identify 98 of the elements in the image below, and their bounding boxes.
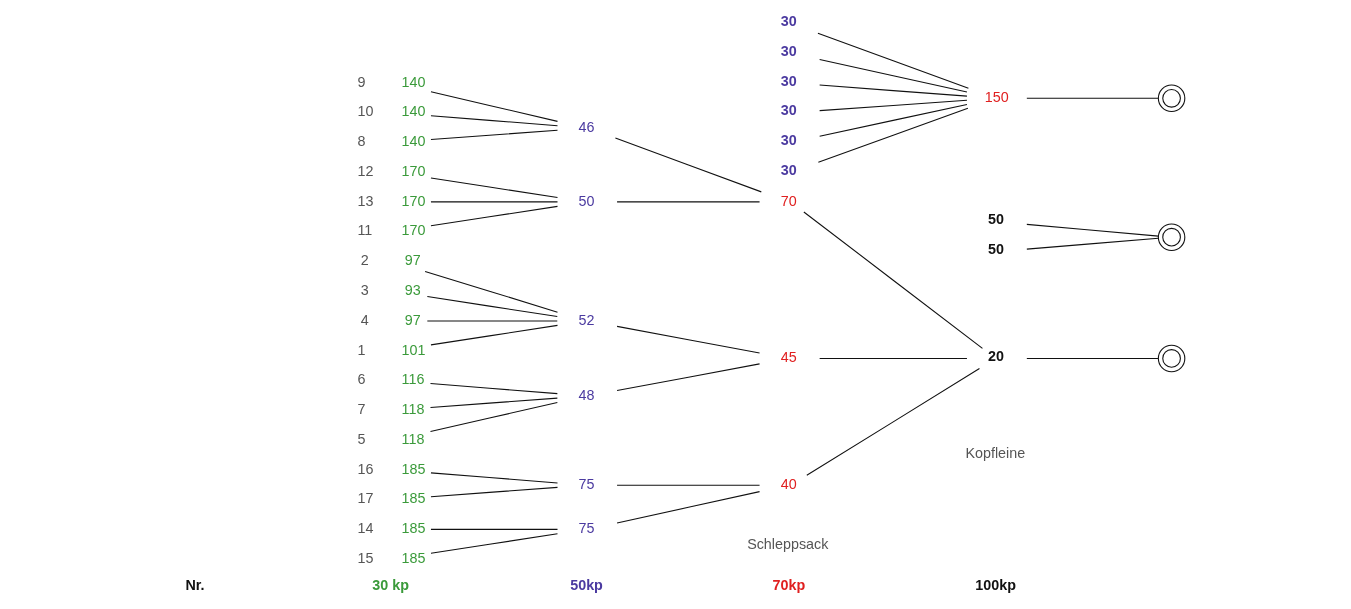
node-text: 118 <box>401 400 425 417</box>
connector <box>819 84 968 97</box>
node-text: 52 <box>578 311 595 328</box>
node-text: 185 <box>401 549 426 566</box>
node-text: 170 <box>401 192 426 209</box>
connector <box>1026 223 1159 237</box>
node-text: 30 <box>780 42 797 59</box>
connector <box>614 137 762 192</box>
node-text: 50 <box>988 210 1004 227</box>
connector <box>430 129 559 140</box>
node-text: 45 <box>780 348 797 365</box>
connector <box>430 114 559 126</box>
node-label: 4 <box>360 311 369 328</box>
node-label: 10 <box>357 102 374 119</box>
connector <box>424 270 559 313</box>
node-text: 170 <box>401 221 426 238</box>
label: 100kp <box>975 576 1016 593</box>
node-text: 185 <box>401 460 426 477</box>
node-text: 70 <box>780 192 797 209</box>
node-text: 101 <box>401 341 426 357</box>
connector <box>430 177 559 198</box>
connector <box>430 324 559 345</box>
node-text: 50 <box>988 240 1004 257</box>
node-text: 75 <box>578 519 595 536</box>
connector <box>819 99 968 111</box>
connector <box>616 484 761 486</box>
node-text: 150 <box>984 88 1009 105</box>
label: Kopfleine <box>965 444 1026 461</box>
connector <box>430 205 559 226</box>
connector <box>1026 357 1159 359</box>
node-label: 16 <box>357 460 374 477</box>
node-label: 6 <box>357 370 366 387</box>
node-text: 30 <box>780 161 797 178</box>
connector <box>430 528 559 530</box>
node-circle <box>1157 222 1186 251</box>
connector <box>430 532 559 554</box>
label: Nr. <box>185 576 205 593</box>
node-label: 15 <box>357 549 374 566</box>
node-text: 116 <box>401 370 425 387</box>
node-text: 97 <box>404 251 421 268</box>
node-text: 185 <box>401 519 426 536</box>
node-label: 1 <box>357 341 366 357</box>
label: 50kp <box>570 576 603 593</box>
connector <box>430 486 559 497</box>
node-label: 12 <box>357 162 374 179</box>
node-text: 140 <box>401 102 426 119</box>
connector <box>430 90 559 122</box>
node-label: 13 <box>357 192 374 209</box>
node-circle <box>1157 344 1186 372</box>
connector <box>429 397 558 408</box>
connector <box>426 295 558 317</box>
node-label: 8 <box>357 132 366 149</box>
connector <box>429 401 558 432</box>
node-text: 140 <box>401 73 426 90</box>
node-label: 7 <box>357 400 366 417</box>
node-circle <box>1157 84 1186 112</box>
label: Schleppsack <box>747 535 829 552</box>
node-text: 30 <box>780 72 797 89</box>
node-label: 14 <box>357 519 374 536</box>
node-text: 20 <box>988 347 1004 364</box>
node-text: 30 <box>780 131 797 148</box>
connector <box>616 325 761 354</box>
node-text: 185 <box>401 489 426 506</box>
node-text: 93 <box>404 281 421 298</box>
node-label: 17 <box>357 489 374 506</box>
node-label: 5 <box>357 430 366 447</box>
node-text: 30 <box>780 101 797 118</box>
connector <box>430 200 559 202</box>
connector <box>817 32 969 89</box>
connector <box>819 103 968 137</box>
node-text: 50 <box>578 192 595 209</box>
node-text: 118 <box>401 430 425 447</box>
connector <box>430 471 559 483</box>
connector <box>1026 237 1159 250</box>
node-text: 48 <box>578 386 595 403</box>
node-text: 30 <box>780 12 797 29</box>
node-label: 11 <box>357 221 373 238</box>
connector <box>616 362 761 391</box>
node-text: 140 <box>401 132 426 149</box>
node-text: 75 <box>578 475 595 492</box>
node-label: 9 <box>357 73 366 90</box>
connector <box>429 382 558 394</box>
connector <box>819 357 968 359</box>
connector <box>616 200 761 202</box>
connector <box>819 58 968 92</box>
connector <box>616 490 761 524</box>
node-text: 97 <box>404 311 421 328</box>
label: 30 kp <box>372 576 409 593</box>
connector <box>806 367 980 476</box>
label: 70kp <box>772 576 806 593</box>
node-text: 40 <box>780 475 797 492</box>
node-label: 3 <box>360 281 369 298</box>
node-text: 46 <box>578 118 595 135</box>
node-text: 170 <box>401 162 426 179</box>
connector <box>803 210 983 349</box>
node-label: 2 <box>360 251 369 268</box>
connector <box>817 107 969 163</box>
connector <box>1026 97 1159 99</box>
